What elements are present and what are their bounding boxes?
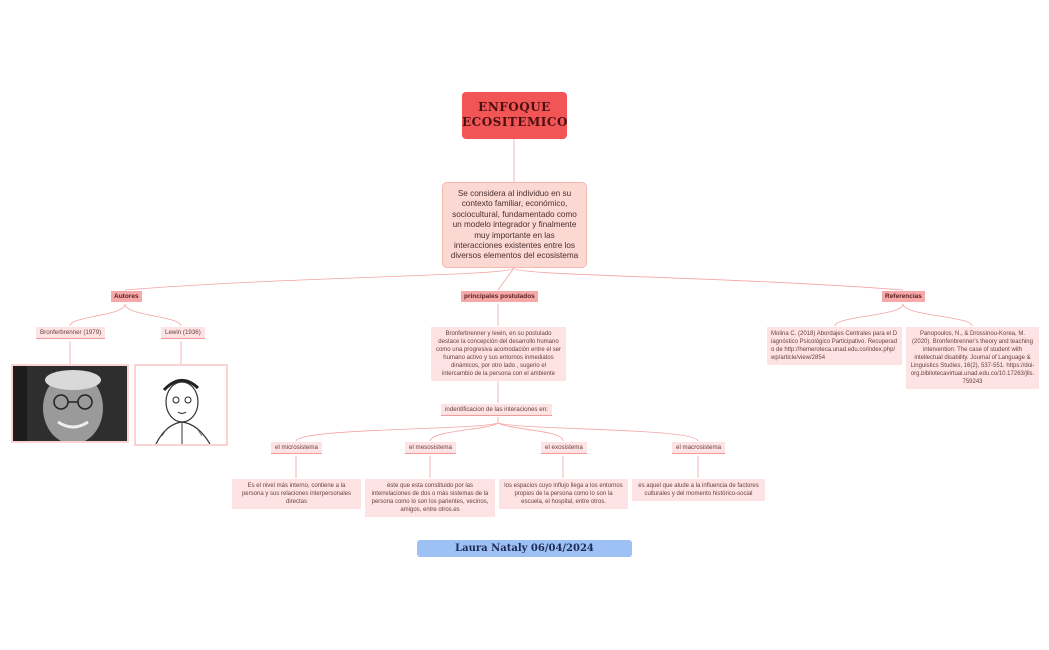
mesosistema-text[interactable]: éste que esta constituido por las interr…	[365, 479, 495, 517]
exosistema-text[interactable]: los espacios cuyo influjo llega a los en…	[499, 479, 628, 509]
portrait-image	[13, 366, 127, 444]
lewin-sketch	[134, 364, 228, 446]
postulado-text[interactable]: Bronferbrenner y lewin, en su postulado …	[431, 327, 566, 381]
author-bronferbrenner[interactable]: Bronferbrenner (1979)	[36, 327, 106, 339]
root-title-line2: ECOSITEMICO	[462, 115, 568, 129]
main-description[interactable]: Se considera al individuo en su contexto…	[442, 182, 587, 268]
reference-molina[interactable]: Molina C. (2018) Abordajes Centrales par…	[767, 327, 902, 365]
system-mesosistema[interactable]: el mesosistema	[405, 442, 456, 454]
root-title-line1: ENFOQUE	[478, 100, 551, 114]
microsistema-text[interactable]: Es el nivel más interno, contiene a la p…	[232, 479, 361, 509]
reference-panopoulos[interactable]: Panopoulos, N., & Drossinou-Korea, M. (2…	[906, 327, 1039, 389]
author-date-footer[interactable]: Laura Nataly 06/04/2024	[417, 540, 632, 557]
interactions-label[interactable]: indentificacion de las interaciones en:	[441, 404, 552, 416]
branch-autores[interactable]: Autores	[111, 291, 142, 302]
system-exosistema[interactable]: el exosistema	[541, 442, 587, 454]
root-title[interactable]: ENFOQUE ECOSITEMICO	[462, 92, 567, 139]
branch-principales-postulados[interactable]: principales postulados	[461, 291, 538, 302]
macrosistema-text[interactable]: es aquel que alude a la influencia de fa…	[632, 479, 765, 501]
author-lewin[interactable]: Lewin (1936)	[161, 327, 205, 339]
branch-referencias[interactable]: Referencias	[882, 291, 925, 302]
system-microsistema[interactable]: el microsistema	[271, 442, 322, 454]
bronferbrenner-photo	[11, 364, 129, 444]
sketch-image	[136, 366, 226, 445]
system-macrosistema[interactable]: el macrosistema	[672, 442, 726, 454]
